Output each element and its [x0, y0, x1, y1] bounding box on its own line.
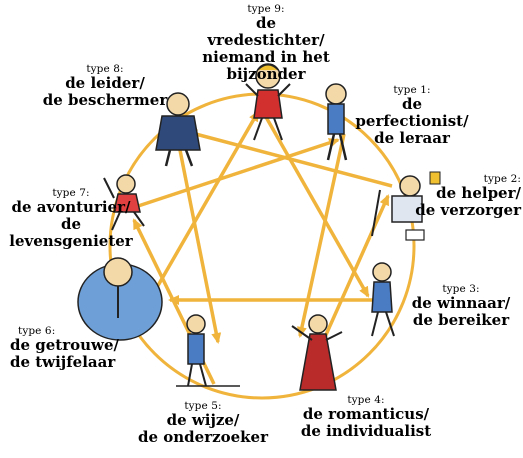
type-5-name: de wijze/ [166, 411, 240, 429]
type-6-name: de getrouwe/ [10, 336, 119, 354]
type-1-label: type 1: de perfectionist/ de leraar [350, 84, 474, 147]
type-2-label: type 2: de helper/ de verzorger [415, 173, 521, 219]
type-5-label: type 5: de wijze/ de onderzoeker [138, 400, 268, 446]
arrow-1-4 [297, 133, 346, 338]
type-8-number: type 8: [86, 63, 124, 75]
type-9-name: de vredestichter/ [207, 14, 325, 49]
type-5-number: type 5: [184, 400, 222, 412]
loyalist-figure [77, 257, 163, 341]
arrow-9-3 [260, 109, 370, 298]
enthusiast-figure [103, 174, 145, 231]
type-7-name: de avonturier/ [11, 198, 131, 216]
type-3-name: de winnaar/ [411, 294, 511, 312]
type-4-label: type 4: de romanticus/ de individualist [296, 394, 436, 440]
type-6-subname: de twijfelaar [10, 353, 116, 371]
type-8-subname: de beschermer [42, 91, 168, 109]
helper-figure [371, 171, 441, 241]
romantic-figure [291, 314, 343, 391]
type-1-number: type 1: [393, 84, 431, 96]
achiever-figure [371, 262, 395, 337]
hexad-142857 [125, 129, 393, 385]
type-4-number: type 4: [347, 394, 385, 406]
type-7-number: type 7: [52, 187, 90, 199]
type-4-name: de romanticus/ [302, 405, 430, 423]
perfectionist-figure [325, 83, 348, 161]
type-9-number: type 9: [247, 3, 285, 15]
type-1-name: de perfectionist/ [355, 95, 469, 130]
type-3-number: type 3: [442, 283, 480, 295]
type-3-subname: de bereiker [412, 311, 510, 329]
type-6-number: type 6: [18, 325, 56, 337]
type-7-label: type 7: de avonturier/ de levensgenieter [0, 187, 142, 250]
type-2-subname: de verzorger [415, 201, 521, 219]
type-2-name: de helper/ [436, 184, 521, 202]
type-6-label: type 6: de getrouwe/ de twijfelaar [10, 325, 120, 371]
type-5-subname: de onderzoeker [138, 428, 269, 446]
type-7-subname: de levensgenieter [9, 215, 133, 250]
type-1-subname: de leraar [374, 129, 450, 147]
type-8-label: type 8: de leider/ de beschermer [40, 63, 170, 109]
peacemaker-figure [245, 63, 291, 141]
leader-figure [155, 92, 201, 167]
arrow-2-8 [186, 129, 393, 188]
type-2-number: type 2: [483, 173, 521, 185]
arrow-8-5 [176, 139, 222, 344]
type-8-name: de leider/ [65, 74, 145, 92]
arrow-6-9 [150, 110, 260, 297]
investigator-figure [176, 314, 240, 387]
type-9-subname: niemand in het bijzonder [202, 48, 330, 83]
arrow-7-1 [125, 138, 340, 212]
type-9-label: type 9: de vredestichter/ niemand in het… [196, 3, 336, 83]
type-3-label: type 3: de winnaar/ de bereiker [411, 283, 511, 329]
type-4-subname: de individualist [300, 422, 432, 440]
